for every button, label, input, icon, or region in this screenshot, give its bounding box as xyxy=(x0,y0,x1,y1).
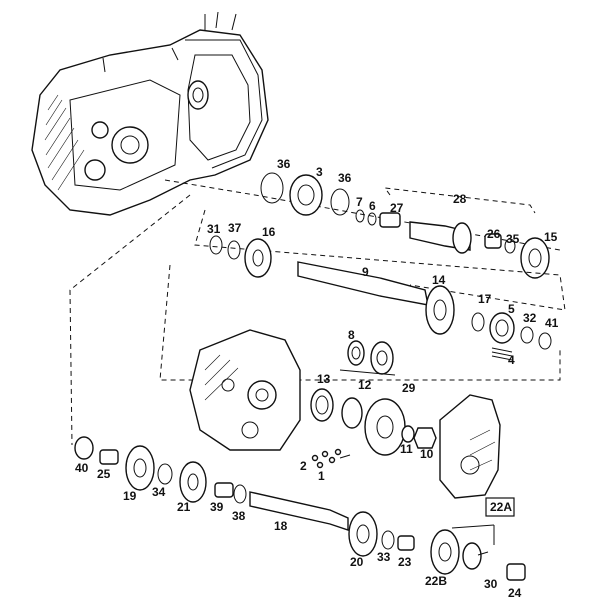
label-36a: 36 xyxy=(277,157,291,171)
label-25: 25 xyxy=(97,467,111,481)
bush-25 xyxy=(99,449,119,465)
bearing-40 xyxy=(74,436,94,460)
nut-10 xyxy=(413,427,437,449)
label-16: 16 xyxy=(262,225,276,239)
label-2: 2 xyxy=(300,459,307,473)
circlip-36a xyxy=(260,172,284,204)
washer-34 xyxy=(157,463,173,485)
part-labels: 36 3 36 7 6 27 28 31 37 16 26 35 15 9 14… xyxy=(75,157,559,600)
label-30: 30 xyxy=(484,577,498,591)
leader-line-left xyxy=(69,194,191,446)
seal-8 xyxy=(347,340,365,366)
label-4: 4 xyxy=(508,353,515,367)
springs-4 xyxy=(491,347,513,361)
label-13: 13 xyxy=(317,372,331,386)
label-21: 21 xyxy=(177,500,191,514)
label-9: 9 xyxy=(362,265,369,279)
bracket-row2 xyxy=(194,209,566,311)
label-5: 5 xyxy=(508,302,515,316)
label-22B: 22B xyxy=(425,574,447,588)
bearing-30 xyxy=(462,542,482,570)
gear-21 xyxy=(179,461,207,503)
gearbox-housing xyxy=(189,329,301,451)
circlip-36b xyxy=(330,188,350,216)
washer-37 xyxy=(227,240,241,260)
label-12: 12 xyxy=(358,378,372,392)
mainshaft-row xyxy=(159,261,561,381)
label-40: 40 xyxy=(75,461,89,475)
bush-27 xyxy=(379,212,401,228)
gear-15 xyxy=(520,237,550,279)
label-22A: 22A xyxy=(490,500,512,514)
washer-17 xyxy=(471,312,485,332)
shaft-18 xyxy=(249,491,349,531)
second-row xyxy=(194,209,566,311)
label-15: 15 xyxy=(544,230,558,244)
label-18: 18 xyxy=(274,519,288,533)
label-31: 31 xyxy=(207,222,221,236)
bush-24 xyxy=(506,563,526,581)
callout-box-22A xyxy=(485,497,515,517)
label-39: 39 xyxy=(210,500,224,514)
label-3: 3 xyxy=(316,165,323,179)
label-6: 6 xyxy=(369,199,376,213)
label-14: 14 xyxy=(432,273,446,287)
label-8: 8 xyxy=(348,328,355,342)
label-19: 19 xyxy=(123,489,137,503)
label-36b: 36 xyxy=(338,171,352,185)
label-1: 1 xyxy=(318,469,325,483)
gear-16 xyxy=(244,238,272,278)
label-33: 33 xyxy=(377,550,391,564)
bolts-1-2 xyxy=(311,448,351,469)
label-29: 29 xyxy=(402,381,416,395)
bush-23 xyxy=(397,535,415,551)
washer-35 xyxy=(504,238,516,254)
gear-19 xyxy=(125,445,155,491)
washer-6 xyxy=(367,212,377,226)
label-7: 7 xyxy=(356,195,363,209)
label-32: 32 xyxy=(523,311,537,325)
label-24: 24 xyxy=(508,586,522,600)
label-11: 11 xyxy=(400,442,413,456)
bracket-row3 xyxy=(159,264,561,381)
label-10: 10 xyxy=(420,447,434,461)
washer-33 xyxy=(381,530,395,550)
bottom-row xyxy=(74,436,526,581)
bearing-3 xyxy=(289,174,323,216)
washer-32 xyxy=(520,326,534,344)
circlip-41 xyxy=(538,332,552,350)
label-23: 23 xyxy=(398,555,412,569)
washer-38 xyxy=(233,484,247,504)
crankcase-housing xyxy=(31,11,269,216)
cover-12 xyxy=(370,341,394,375)
sprocket-29 xyxy=(364,398,406,456)
label-37: 37 xyxy=(228,221,242,235)
label-41: 41 xyxy=(545,316,559,330)
gear-14 xyxy=(425,285,455,335)
upper-shaft-row xyxy=(260,172,550,279)
label-35: 35 xyxy=(506,232,520,246)
label-27: 27 xyxy=(390,201,404,215)
gear-22B xyxy=(430,529,460,575)
gasket-13 xyxy=(310,388,334,422)
label-20: 20 xyxy=(350,555,364,569)
washer-31 xyxy=(209,235,223,255)
label-28: 28 xyxy=(453,192,467,206)
bush-39 xyxy=(214,482,234,498)
side-cover xyxy=(439,394,501,499)
label-38: 38 xyxy=(232,509,246,523)
bearing-5 xyxy=(489,312,515,344)
gear-20 xyxy=(348,511,378,557)
washer-11 xyxy=(401,425,415,443)
bracket-28 xyxy=(383,187,536,214)
washer-7 xyxy=(355,209,365,223)
bush-26 xyxy=(484,233,502,249)
label-17: 17 xyxy=(478,292,492,306)
label-26: 26 xyxy=(487,227,501,241)
washer-13b xyxy=(341,397,363,429)
label-34: 34 xyxy=(152,485,166,499)
